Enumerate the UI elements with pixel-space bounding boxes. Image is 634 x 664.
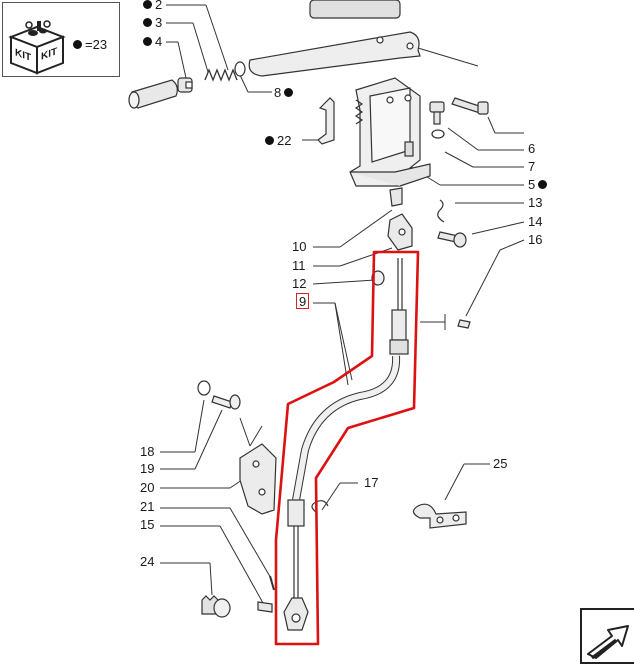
callout-12: 12 (292, 277, 306, 291)
callout-22-text: 22 (277, 133, 292, 148)
callout-2-text: 2 (155, 0, 163, 12)
callout-9-highlight-box (296, 293, 309, 309)
callout-17: 17 (364, 476, 378, 490)
callout-8: 8 (274, 85, 294, 100)
clip-part (269, 575, 275, 591)
nut-part (371, 270, 385, 286)
callout-9: 9 (299, 295, 306, 309)
callout-7: 7 (528, 160, 535, 174)
callout-13-text: 13 (528, 195, 543, 210)
callout-2: 2 (143, 0, 162, 12)
bullet-dot-icon (265, 136, 274, 145)
kit-box-icon (8, 20, 66, 75)
callout-12-text: 12 (292, 276, 307, 291)
callout-16: 16 (528, 233, 542, 247)
callout-3: 3 (143, 16, 162, 30)
bullet-dot-icon (538, 180, 548, 189)
bolt-part (211, 395, 233, 409)
lever-bracket-part (349, 77, 431, 187)
clip-part (311, 500, 329, 513)
spring-part (204, 68, 238, 82)
callout-15: 15 (140, 518, 154, 532)
callout-18-text: 18 (140, 444, 155, 459)
next-page-arrow-icon (587, 625, 629, 660)
washer-part (234, 61, 246, 77)
callout-24: 24 (140, 555, 154, 569)
callout-4-text: 4 (155, 34, 163, 49)
callout-21: 21 (140, 500, 154, 514)
callout-22: 22 (265, 134, 291, 148)
cable-bracket-part (239, 443, 277, 515)
callout-25: 25 (493, 457, 507, 471)
grommet-part (201, 595, 231, 618)
callout-11-text: 11 (292, 258, 306, 273)
callout-10-text: 10 (292, 239, 307, 254)
lever-part (248, 0, 421, 77)
screw-part (457, 319, 471, 329)
callout-5: 5 (528, 177, 548, 192)
callout-3-text: 3 (155, 15, 163, 30)
callout-14: 14 (528, 215, 542, 229)
small-bracket-part (317, 97, 335, 145)
callout-16-text: 16 (528, 232, 543, 247)
pin-part (389, 187, 403, 207)
callout-11: 11 (292, 259, 306, 273)
next-page-button[interactable] (580, 608, 634, 664)
callout-24-text: 24 (140, 554, 155, 569)
bullet-dot-icon (284, 88, 294, 97)
kit-equals-text: =23 (85, 37, 108, 52)
callout-6: 6 (528, 142, 535, 156)
callout-9-text: 9 (299, 294, 307, 309)
bullet-dot-icon (143, 18, 152, 27)
callout-5-text: 5 (528, 177, 536, 192)
callout-15-text: 15 (140, 517, 155, 532)
callout-10: 10 (292, 240, 306, 254)
callout-18: 18 (140, 445, 154, 459)
callout-20-text: 20 (140, 480, 155, 495)
callout-7-text: 7 (528, 159, 536, 174)
clevis-part (387, 213, 413, 251)
clamp-part (412, 503, 467, 529)
callout-20: 20 (140, 481, 154, 495)
callout-19-text: 19 (140, 461, 155, 476)
bullet-dot-icon (143, 0, 152, 9)
bullet-dot-icon (143, 37, 152, 46)
bullet-dot-icon (73, 40, 82, 49)
grip-part (128, 77, 193, 109)
highlight-outline (274, 250, 420, 646)
cable-part (283, 258, 409, 631)
kit-reference-box: KIT KIT =23 (2, 2, 120, 77)
clip-part (437, 199, 445, 223)
callout-6-text: 6 (528, 141, 536, 156)
callout-17-text: 17 (364, 475, 379, 490)
callout-14-text: 14 (528, 214, 543, 229)
bolt-part (429, 97, 489, 139)
callout-4: 4 (143, 35, 162, 49)
callout-19: 19 (140, 462, 154, 476)
kit-quantity-text: =23 (73, 38, 107, 52)
washer-part (197, 380, 211, 396)
callout-25-text: 25 (493, 456, 508, 471)
callout-8-text: 8 (274, 85, 282, 100)
callout-13: 13 (528, 196, 542, 210)
callout-21-text: 21 (140, 499, 155, 514)
pin-part (257, 601, 273, 613)
